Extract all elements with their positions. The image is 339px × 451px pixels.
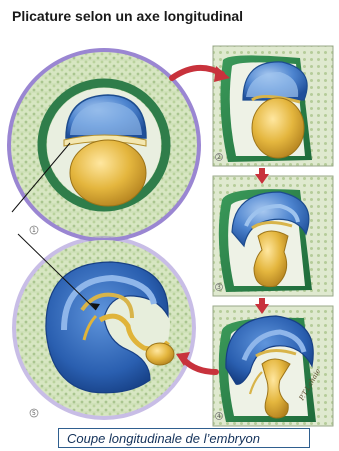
stage-number-2: 2 <box>217 154 221 161</box>
stage-4-panel: 4 P.T.Lahaie <box>213 306 333 426</box>
stage-number-3: 3 <box>217 284 221 291</box>
stage-number-1: 1 <box>32 227 36 234</box>
stage-number-5: 5 <box>32 410 36 417</box>
stage-3-panel: 3 <box>213 176 333 296</box>
stage-5-embryo: 5 <box>12 236 196 420</box>
stage-2-panel: 2 <box>213 46 333 166</box>
stage-number-4: 4 <box>217 413 221 420</box>
figure-caption: Coupe longitudinale de l’embryon <box>67 431 260 446</box>
caption-box: Coupe longitudinale de l’embryon <box>58 428 310 448</box>
